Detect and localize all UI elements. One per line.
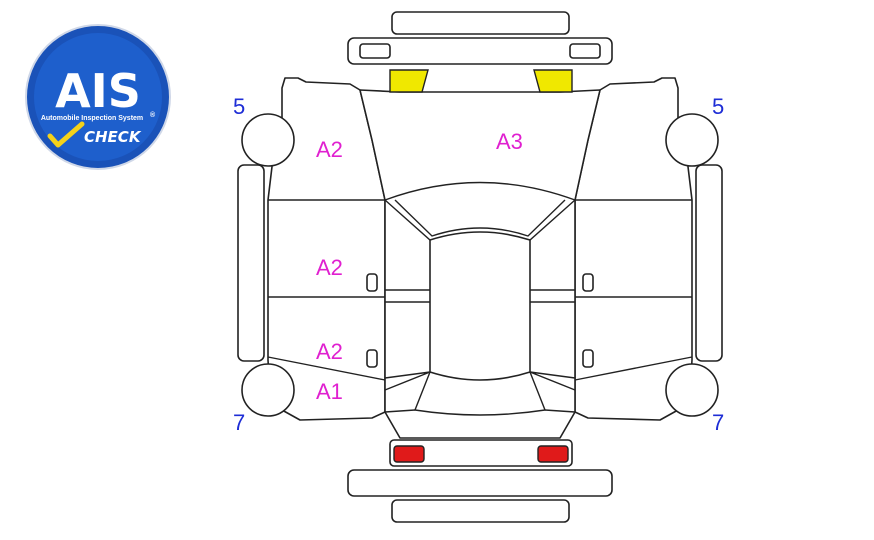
rear-panel (389, 439, 573, 467)
right-rear-door-handle (582, 349, 594, 368)
front-fog-right (569, 43, 601, 59)
rear-bumper (347, 469, 613, 497)
right-headlight (533, 69, 573, 93)
left-side-view (237, 77, 386, 421)
tyre-mark-rear-left: 7 (233, 410, 245, 435)
left-side-step (237, 164, 265, 362)
front-fog-left (359, 43, 391, 59)
damage-mark-left-rear-quarter: A1 (316, 379, 343, 404)
front-left-wheel (241, 113, 295, 167)
front-bumper-top (391, 11, 570, 35)
front-view (347, 11, 613, 65)
check-mark-icon (47, 121, 85, 148)
right-body-panel (574, 77, 693, 421)
left-rear-door-handle (366, 349, 378, 368)
damage-mark-left-front-door: A2 (316, 255, 343, 280)
rear-right-wheel (665, 363, 719, 417)
logo-brand-text: AIS (55, 64, 141, 118)
left-taillight (393, 445, 425, 463)
top-view (359, 89, 601, 439)
right-side-view (574, 77, 723, 421)
left-front-door-handle (366, 273, 378, 292)
roof (429, 231, 531, 381)
left-headlight (389, 69, 429, 93)
rear-bumper-bottom (391, 499, 570, 523)
rear-left-wheel (241, 363, 295, 417)
damage-mark-left-rear-door: A2 (316, 339, 343, 364)
logo-registered-mark: ® (150, 111, 156, 119)
tyre-mark-front-right: 5 (712, 94, 724, 119)
ais-check-logo: AIS Automobile Inspection System ® CHECK (25, 24, 171, 170)
front-right-wheel (665, 113, 719, 167)
rear-view (347, 439, 613, 523)
right-side-step (695, 164, 723, 362)
logo-inner-disc (34, 33, 162, 161)
front-bumper (347, 37, 613, 65)
left-body-panel (267, 77, 386, 421)
tyre-mark-rear-right: 7 (712, 410, 724, 435)
damage-mark-hood: A3 (496, 129, 523, 154)
logo-tagline: Automobile Inspection System (41, 115, 143, 122)
right-front-door-handle (582, 273, 594, 292)
right-taillight (537, 445, 569, 463)
tyre-mark-front-left: 5 (233, 94, 245, 119)
logo-check-text: CHECK (84, 128, 142, 146)
damage-mark-left-front-fender: A2 (316, 137, 343, 162)
